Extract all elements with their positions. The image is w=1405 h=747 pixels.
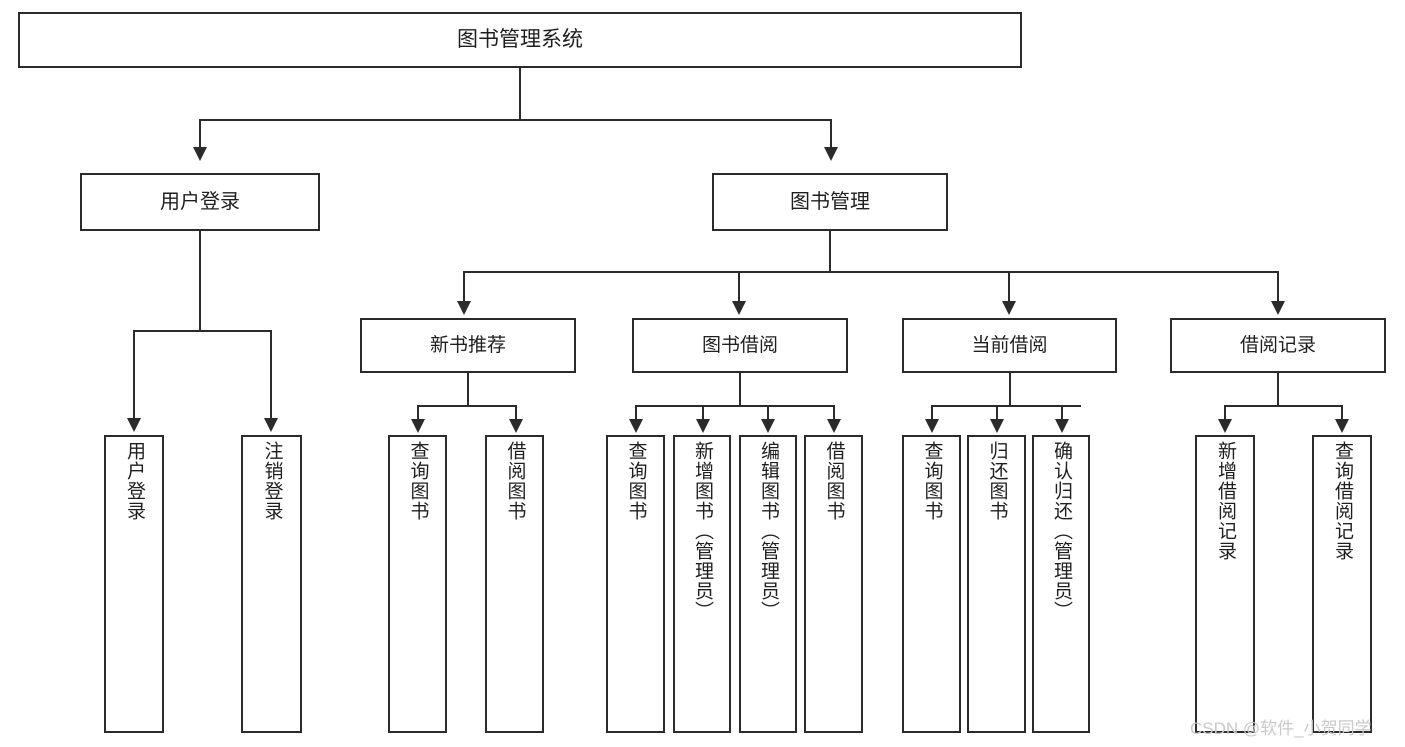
leaf-user-login[interactable]: 用户登录	[104, 435, 164, 733]
leaf-query-borrow-record[interactable]: 查询借阅记录	[1312, 435, 1372, 733]
node-label: 新书推荐	[429, 334, 506, 356]
node-label: 图书管理	[790, 190, 870, 213]
arrowhead-newbook-leaf1	[411, 419, 425, 433]
connector-bookmgmt-stem	[829, 231, 831, 272]
leaf-label: 借阅图书	[823, 441, 845, 521]
leaf-label: 查询图书	[921, 441, 943, 521]
connector-newbook-leaf2	[515, 405, 517, 421]
leaf-label: 查询图书	[407, 441, 429, 521]
leaf-add-book-admin[interactable]: 新增图书（管理员）	[673, 435, 731, 733]
connector-currentborrow-leaf2	[996, 405, 998, 421]
arrowhead-bookborrow-leaf4	[827, 419, 841, 433]
leaf-logout[interactable]: 注销登录	[241, 435, 302, 733]
arrowhead-root-to-bookmgmt	[824, 147, 838, 161]
connector-currentborrow-leaf1	[931, 405, 933, 421]
connector-login-bus	[133, 330, 271, 332]
leaf-label: 用户登录	[123, 441, 145, 521]
arrowhead-login-leaf1	[127, 418, 141, 432]
arrowhead-bookmgmt-new	[457, 301, 471, 315]
leaf-label: 新增借阅记录	[1214, 441, 1236, 561]
leaf-confirm-return-admin[interactable]: 确认归还（管理员）	[1032, 435, 1090, 733]
connector-borrowrecord-leaf1	[1224, 405, 1226, 421]
node-borrow-record[interactable]: 借阅记录	[1170, 318, 1386, 373]
connector-login-stem	[199, 231, 201, 331]
leaf-label: 新增图书（管理员）	[691, 441, 713, 621]
connector-bookmgmt-bus	[463, 271, 1278, 273]
node-label: 当前借阅	[971, 334, 1048, 356]
leaf-borrow-books-recommend[interactable]: 借阅图书	[485, 435, 544, 733]
node-current-borrow[interactable]: 当前借阅	[902, 318, 1117, 373]
arrowhead-currentborrow-leaf2	[990, 419, 1004, 433]
leaf-label: 查询借阅记录	[1331, 441, 1353, 561]
leaf-edit-book-admin[interactable]: 编辑图书（管理员）	[739, 435, 797, 733]
leaf-label: 注销登录	[261, 441, 283, 521]
connector-newbook-stem	[467, 373, 469, 406]
arrowhead-bookborrow-leaf2	[696, 419, 710, 433]
node-book-management[interactable]: 图书管理	[712, 173, 948, 231]
node-book-borrow[interactable]: 图书借阅	[632, 318, 848, 373]
csdn-watermark: CSDN @软件_小贺同学	[1190, 719, 1372, 738]
arrowhead-bookborrow-leaf3	[761, 419, 775, 433]
connector-login-to-leaf1	[133, 330, 135, 420]
arrowhead-login-leaf2	[264, 418, 278, 432]
leaf-label: 编辑图书（管理员）	[757, 441, 779, 621]
connector-bookborrow-leaf3	[767, 405, 769, 421]
leaf-label: 借阅图书	[504, 441, 526, 521]
leaf-query-books-recommend[interactable]: 查询图书	[388, 435, 447, 733]
arrowhead-currentborrow-leaf1	[925, 419, 939, 433]
arrowhead-bookmgmt-borrow	[732, 301, 746, 315]
connector-bookborrow-bus	[635, 405, 835, 407]
leaf-borrow-books[interactable]: 借阅图书	[804, 435, 863, 733]
node-root-system[interactable]: 图书管理系统	[18, 12, 1022, 68]
connector-bookmgmt-to-borrow	[738, 271, 740, 303]
connector-login-to-leaf2	[270, 330, 272, 420]
arrowhead-borrowrecord-leaf1	[1218, 419, 1232, 433]
connector-root-to-bookmgmt	[830, 119, 832, 149]
connector-borrowrecord-bus	[1224, 405, 1343, 407]
node-label: 用户登录	[160, 190, 240, 213]
connector-borrowrecord-leaf2	[1341, 405, 1343, 421]
connector-currentborrow-stem	[1009, 373, 1011, 406]
connector-bookborrow-leaf4	[833, 405, 835, 421]
leaf-label: 确认归还（管理员）	[1050, 441, 1072, 621]
connector-bookborrow-leaf1	[635, 405, 637, 421]
leaf-query-books-borrow[interactable]: 查询图书	[606, 435, 665, 733]
node-new-book-recommend[interactable]: 新书推荐	[360, 318, 576, 373]
leaf-return-books[interactable]: 归还图书	[967, 435, 1026, 733]
leaf-label: 归还图书	[986, 441, 1008, 521]
arrowhead-newbook-leaf2	[509, 419, 523, 433]
connector-bookmgmt-to-current	[1008, 271, 1010, 303]
arrowhead-borrowrecord-leaf2	[1335, 419, 1349, 433]
arrowhead-currentborrow-leaf3	[1055, 419, 1069, 433]
connector-newbook-leaf1	[417, 405, 419, 421]
leaf-query-books-current[interactable]: 查询图书	[902, 435, 961, 733]
node-label: 借阅记录	[1239, 334, 1316, 356]
connector-bookmgmt-to-record	[1277, 271, 1279, 303]
connector-bookborrow-leaf2	[702, 405, 704, 421]
node-label: 图书借阅	[701, 334, 778, 356]
leaf-add-borrow-record[interactable]: 新增借阅记录	[1195, 435, 1255, 733]
connector-currentborrow-bus	[931, 405, 1081, 407]
node-label: 图书管理系统	[457, 27, 583, 51]
connector-root-to-login	[199, 119, 201, 149]
connector-currentborrow-leaf3	[1061, 405, 1063, 421]
node-user-login[interactable]: 用户登录	[80, 173, 320, 231]
connector-bookmgmt-to-new	[463, 271, 465, 303]
arrowhead-bookmgmt-record	[1271, 301, 1285, 315]
connector-root-stem	[519, 68, 521, 120]
connector-newbook-bus	[417, 405, 517, 407]
connector-bookborrow-stem	[739, 373, 741, 406]
arrowhead-bookborrow-leaf1	[629, 419, 643, 433]
arrowhead-root-to-login	[193, 147, 207, 161]
arrowhead-bookmgmt-current	[1002, 301, 1016, 315]
connector-root-bus	[199, 119, 831, 121]
leaf-label: 查询图书	[625, 441, 647, 521]
connector-borrowrecord-stem	[1277, 373, 1279, 406]
